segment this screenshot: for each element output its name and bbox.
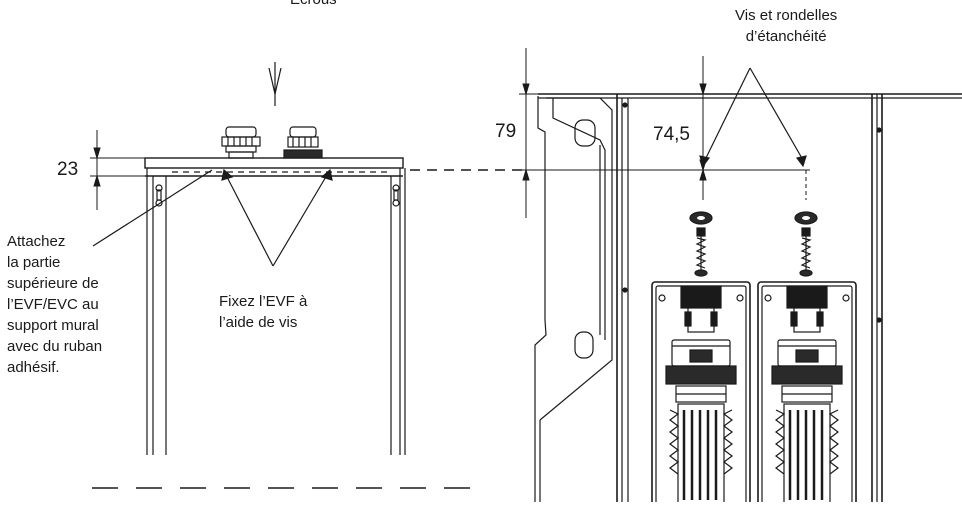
keyhole-right <box>392 184 400 207</box>
label-fixez: Fixez l’EVF à l’aide de vis <box>219 293 308 331</box>
label-dim-74-5: 74,5 <box>653 124 690 145</box>
dim-79-lines <box>519 48 810 218</box>
device-module-1 <box>651 281 751 507</box>
label-attachez: Attachez la partie supérieure de l’EVF/E… <box>7 233 103 376</box>
device-module-2 <box>757 281 857 507</box>
label-ecrous: Écrous <box>290 0 337 10</box>
keyhole-left <box>155 184 163 207</box>
cable-gland-1 <box>221 126 261 159</box>
leader-fixez <box>221 168 333 267</box>
leader-attachez <box>92 169 213 247</box>
screw-washer-1 <box>689 211 713 277</box>
screw-washer-2 <box>794 211 818 277</box>
left-cabinet <box>144 157 406 455</box>
dim-74-5-lines <box>699 56 807 200</box>
leader-vis <box>699 67 807 168</box>
label-dim-23: 23 <box>57 159 79 180</box>
view-direction-arrow <box>268 62 282 106</box>
cable-gland-2 <box>283 126 323 159</box>
right-section <box>534 93 962 502</box>
label-vis-rondelles: Vis et rondelles d’étanchéité <box>735 7 838 45</box>
dim-23-lines <box>90 130 160 210</box>
label-dim-79: 79 <box>495 121 517 142</box>
